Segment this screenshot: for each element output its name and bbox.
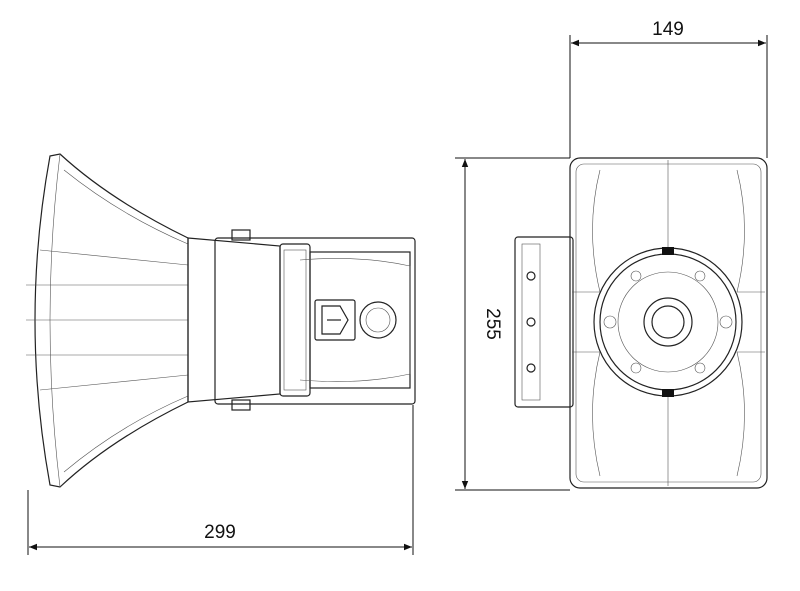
dimension-label-length: 299 [204, 522, 236, 543]
dimension-label-width: 149 [652, 19, 684, 40]
dimension-height: 255 [455, 157, 570, 491]
driver-face [593, 247, 743, 397]
side-view-horn-speaker [26, 153, 416, 488]
dimension-width: 149 [569, 19, 768, 158]
mounting-bracket [514, 236, 574, 408]
horn-mouth [569, 157, 768, 489]
horn-bell [26, 153, 189, 488]
driver-body [187, 229, 416, 411]
front-view-horn-speaker [514, 157, 768, 489]
dimension-label-height: 255 [482, 308, 503, 340]
dimension-length: 299 [27, 405, 414, 555]
